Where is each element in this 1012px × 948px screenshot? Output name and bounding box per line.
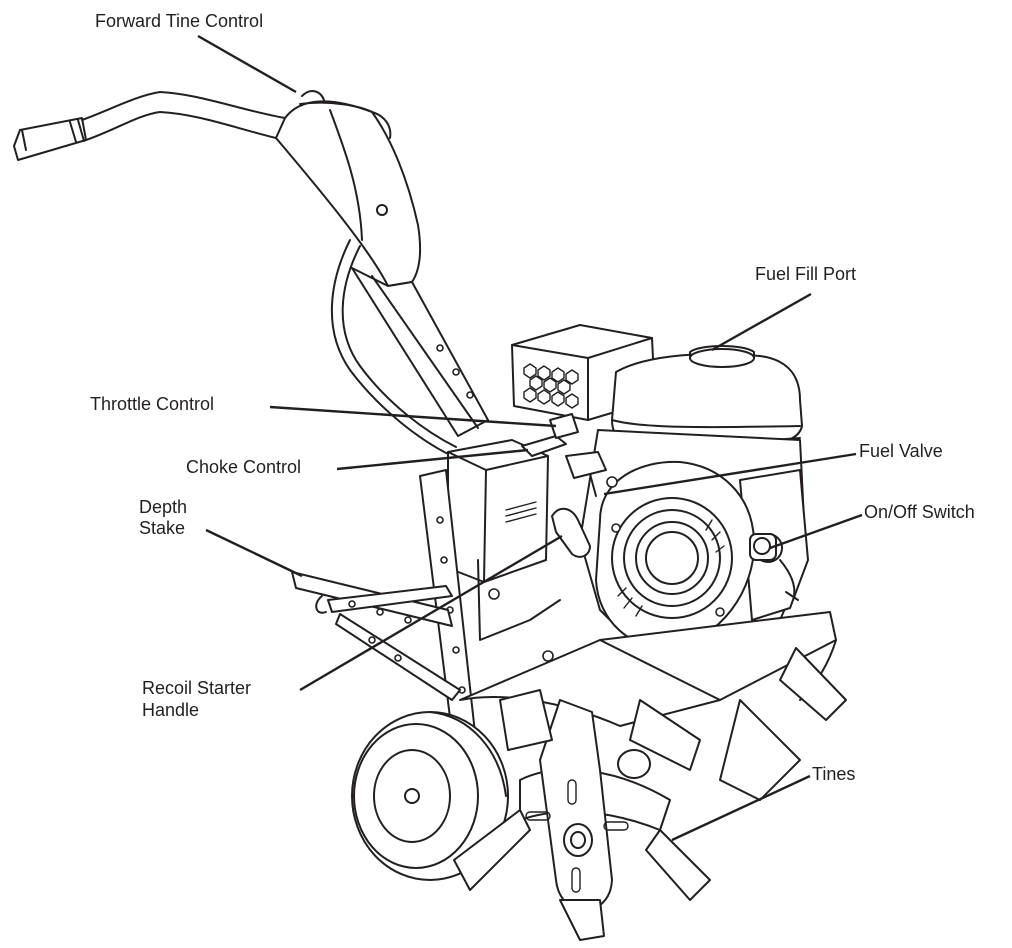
- on-off-switch: [749, 533, 777, 561]
- leader-lines: [197, 34, 863, 842]
- tines: [453, 647, 847, 941]
- leader-choke-control: [336, 448, 529, 471]
- leader-fuel-fill-port: [711, 292, 812, 352]
- wheel: [351, 711, 509, 881]
- handlebar: [13, 91, 286, 161]
- leader-tines: [671, 774, 811, 842]
- label-fuel-fill-port: Fuel Fill Port: [755, 264, 857, 284]
- label-recoil-starter-line2: Handle: [142, 700, 200, 720]
- engine-cover: [437, 413, 579, 583]
- label-choke-control: Choke Control: [186, 457, 302, 477]
- label-depth-stake-line2: Stake: [139, 518, 186, 538]
- leader-on-off-switch: [769, 513, 863, 550]
- label-tines: Tines: [812, 764, 856, 784]
- label-on-off-switch: On/Off Switch: [864, 502, 975, 522]
- leader-depth-stake: [205, 528, 303, 578]
- fuel-valve: [565, 451, 618, 497]
- label-throttle-control: Throttle Control: [90, 394, 215, 414]
- control-cables: [329, 109, 457, 456]
- label-depth-stake-line1: Depth: [139, 497, 188, 517]
- leader-throttle-control: [269, 405, 557, 428]
- leader-recoil-starter-handle: [299, 534, 563, 692]
- recoil-starter-handle: [551, 507, 591, 558]
- leader-fuel-valve: [603, 452, 857, 496]
- recoil-starter-housing: [595, 460, 756, 650]
- label-fuel-valve: Fuel Valve: [859, 441, 943, 461]
- leader-forward-tine-control: [197, 34, 297, 94]
- handle-post: [275, 90, 489, 437]
- depth-stake: [291, 571, 461, 701]
- label-forward-tine-control: Forward Tine Control: [95, 11, 264, 31]
- label-recoil-starter-line1: Recoil Starter: [142, 678, 252, 698]
